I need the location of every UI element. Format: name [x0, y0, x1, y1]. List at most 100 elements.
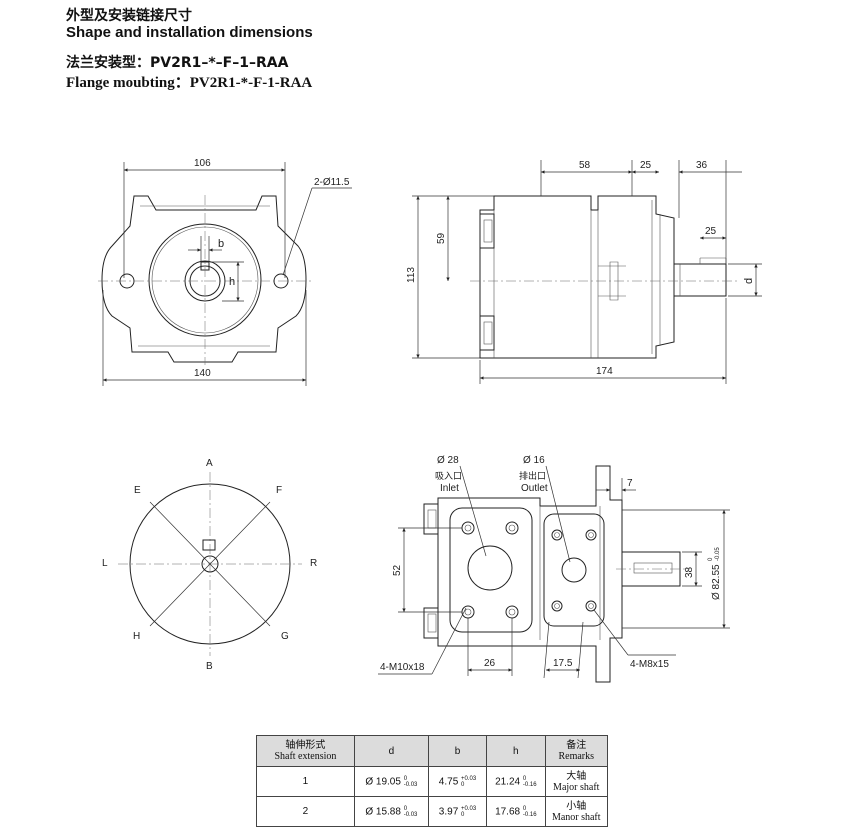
- rot-A: A: [206, 458, 213, 469]
- th-remarks-en: Remarks: [558, 751, 595, 762]
- cell-h-tol: 0-0.16: [523, 776, 537, 788]
- dim-pilot: Ø 82.55: [711, 564, 722, 600]
- cell-type-text: 2: [302, 806, 309, 817]
- dim-38: 38: [684, 566, 695, 578]
- tol-lo: 0: [461, 811, 465, 818]
- rot-B: B: [206, 661, 213, 672]
- rot-L: L: [102, 558, 108, 569]
- th-h: h: [486, 735, 546, 767]
- cell-remarks: 小轴 Manor shaft: [544, 796, 608, 827]
- shaft-table: 轴伸形式 Shaft extension d b h 备注 Remarks 1 …: [256, 735, 608, 827]
- cell-b-value: 3.97: [438, 806, 459, 818]
- outlet-cn: 排出口: [519, 470, 546, 482]
- cell-type-text: 1: [302, 776, 309, 787]
- cell-type: 1: [256, 766, 355, 797]
- cell-d-tol: 0-0.03: [404, 776, 418, 788]
- dim-25a: 25: [640, 160, 652, 171]
- th-remarks: 备注 Remarks: [544, 735, 608, 767]
- remark-cn: 大轴: [566, 770, 587, 782]
- rot-H: H: [133, 631, 140, 642]
- tol-lo: 0: [461, 781, 465, 788]
- dim-26: 26: [484, 658, 496, 669]
- cell-d-tol: 0-0.03: [404, 806, 418, 818]
- remark-cn: 小轴: [566, 800, 587, 812]
- title-en: Shape and installation dimensions: [66, 24, 313, 41]
- cell-d: Ø 15.88 0-0.03: [353, 796, 429, 827]
- cell-d-value: Ø 19.05: [365, 776, 401, 788]
- dim-58: 58: [579, 160, 591, 171]
- outlet-dia: Ø 16: [523, 455, 545, 466]
- tol-up: 0: [522, 805, 527, 812]
- th-d: d: [353, 735, 429, 767]
- th-h-label: h: [513, 745, 519, 757]
- rot-F: F: [276, 485, 282, 496]
- th-shaft-cn: 轴伸形式: [285, 740, 326, 751]
- cell-type: 2: [256, 796, 355, 827]
- dim-174: 174: [596, 366, 613, 377]
- dim-113: 113: [406, 267, 417, 283]
- th-shaft: 轴伸形式 Shaft extension: [256, 735, 355, 767]
- tol-up: 0: [522, 775, 527, 782]
- front-view: 106 140 2-Ø11.5 b h: [98, 158, 352, 386]
- inlet-en: Inlet: [440, 483, 459, 494]
- rotation-view: A E F L R H G B: [102, 458, 317, 672]
- rot-E: E: [134, 485, 141, 496]
- dim-17-5: 17.5: [553, 658, 573, 669]
- dim-140: 140: [194, 368, 211, 379]
- cell-d-value: Ø 15.88: [365, 806, 401, 818]
- rot-R: R: [310, 558, 317, 569]
- th-shaft-en: Shaft extension: [274, 751, 337, 762]
- cell-h-tol: 0-0.16: [523, 806, 537, 818]
- cell-h: 17.68 0-0.16: [486, 796, 546, 827]
- outlet-en: Outlet: [521, 483, 548, 494]
- remark-en: Major shaft: [553, 781, 600, 793]
- dim-d: d: [743, 278, 755, 284]
- dim-59: 59: [436, 232, 447, 244]
- tol-up: +0.03: [461, 805, 477, 812]
- holes-label: 2-Ø11.5: [314, 177, 350, 188]
- table-header-row: 轴伸形式 Shaft extension d b h 备注 Remarks: [256, 735, 608, 767]
- cell-d: Ø 19.05 0-0.03: [353, 766, 429, 797]
- rot-G: G: [281, 631, 289, 642]
- cell-remarks: 大轴 Major shaft: [544, 766, 608, 797]
- tol-up: 0: [403, 805, 408, 812]
- dim-36: 36: [696, 160, 708, 171]
- dim-pilot-tol-upper: 0: [708, 557, 714, 561]
- cell-h-value: 17.68: [495, 806, 521, 818]
- port-view: Ø 28 吸入口 Inlet Ø 16 排出口 Outlet 7 52 38 Ø…: [378, 455, 730, 683]
- dim-7: 7: [627, 478, 633, 489]
- th-remarks-cn: 备注: [566, 740, 587, 751]
- cell-h: 21.24 0-0.16: [486, 766, 546, 797]
- dim-pilot-tol-lower: -0.05: [715, 547, 721, 561]
- tol-lo: -0.16: [522, 811, 537, 818]
- remark-en: Manor shaft: [551, 811, 601, 823]
- inlet-cn: 吸入口: [435, 471, 462, 482]
- tol-lo: -0.03: [403, 811, 418, 818]
- th-b-label: b: [454, 745, 461, 757]
- th-d-label: d: [388, 745, 395, 757]
- side-view: 58 25 36 25 113 59 174 d: [406, 160, 762, 384]
- dim-106: 106: [194, 158, 211, 169]
- subtitle-en: Flange moubting：PV2R1-*-F-1-RAA: [66, 75, 313, 91]
- th-b: b: [427, 735, 488, 767]
- dim-b: b: [218, 238, 224, 250]
- dim-25b: 25: [705, 226, 717, 237]
- tol-lo: -0.16: [522, 781, 537, 788]
- bolt-inlet: 4-M10x18: [380, 662, 425, 673]
- dim-52: 52: [392, 564, 403, 576]
- title-cn: 外型及安装链接尺寸: [66, 8, 192, 24]
- cell-b-value: 4.75: [438, 776, 459, 788]
- bolt-outlet: 4-M8x15: [630, 659, 669, 670]
- dim-h: h: [229, 276, 235, 288]
- tol-up: 0: [403, 775, 408, 782]
- subtitle-cn: 法兰安装型：PV2R1–*–F–1–RAA: [66, 55, 289, 71]
- cell-h-value: 21.24: [495, 776, 521, 788]
- tol-lo: -0.03: [403, 781, 418, 788]
